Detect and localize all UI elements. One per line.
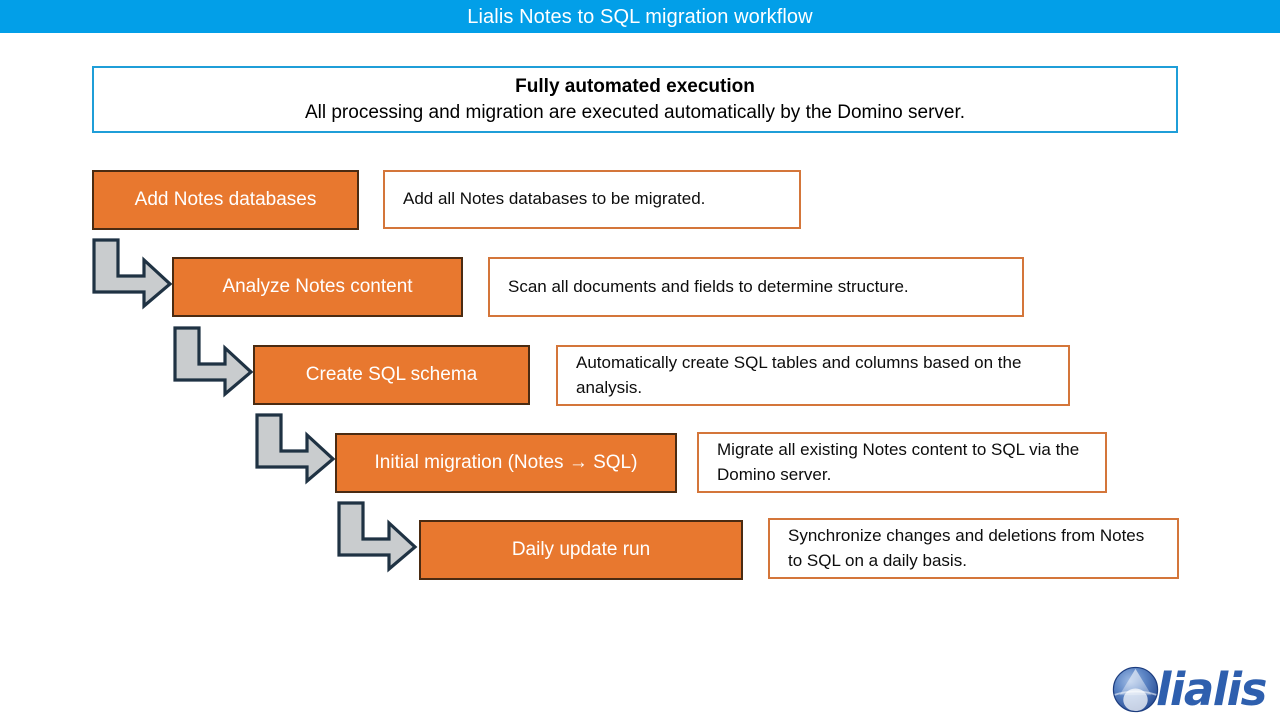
step-box-create-sql-schema[interactable]: Create SQL schema [253,345,530,405]
callout-title: Fully automated execution [515,75,755,97]
step-description-daily-update-run: Synchronize changes and deletions from N… [768,518,1179,579]
step-description-add-notes-databases: Add all Notes databases to be migrated. [383,170,801,229]
step-description-create-sql-schema: Automatically create SQL tables and colu… [556,345,1070,406]
connector-arrow-2 [173,326,254,398]
connector-arrow-1 [92,238,173,310]
step-box-initial-migration[interactable]: Initial migration (Notes → SQL) [335,433,677,493]
step-box-add-notes-databases[interactable]: Add Notes databases [92,170,359,230]
page-title: Lialis Notes to SQL migration workflow [467,5,813,28]
step-label: Add Notes databases [134,189,317,210]
lialis-logo: lialis [1112,663,1272,715]
step-description-text: Automatically create SQL tables and colu… [576,352,1022,397]
step-description-initial-migration: Migrate all existing Notes content to SQ… [697,432,1107,493]
callout-subtitle: All processing and migration are execute… [304,101,966,123]
step-label: Analyze Notes content [222,276,413,297]
callout-banner: Fully automated execution All processing… [92,66,1178,133]
logo-wordmark: lialis [1156,662,1267,716]
step-description-analyze-notes-content: Scan all documents and fields to determi… [488,257,1024,317]
connector-arrow-4 [337,501,418,573]
step-label: Initial migration (Notes → SQL) [374,452,638,473]
step-label: Create SQL schema [305,364,478,385]
step-label: Daily update run [511,539,651,560]
globe-icon [1112,666,1159,713]
step-description-text: Add all Notes databases to be migrated. [403,189,706,209]
step-description-text: Scan all documents and fields to determi… [508,276,909,296]
step-description-text: Synchronize changes and deletions from N… [788,525,1145,570]
step-box-analyze-notes-content[interactable]: Analyze Notes content [172,257,463,317]
step-description-text: Migrate all existing Notes content to SQ… [717,439,1080,484]
step-box-daily-update-run[interactable]: Daily update run [419,520,743,580]
header-bar: Lialis Notes to SQL migration workflow [0,0,1280,33]
connector-arrow-3 [255,413,336,485]
